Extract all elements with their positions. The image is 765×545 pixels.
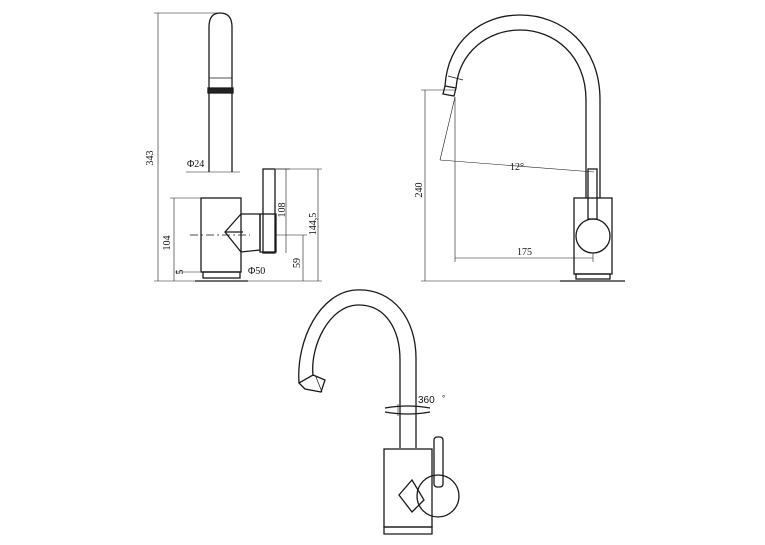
side-view: 343 Φ24 104 5 Φ50 108 144,5 59	[145, 12, 322, 282]
side-lever	[262, 168, 276, 254]
dim-spout-height: 240	[414, 183, 425, 198]
rotation-value: 360	[418, 395, 435, 406]
front-spout-inner	[455, 29, 587, 198]
dim-base-diameter: Φ50	[248, 266, 265, 277]
iso-base	[383, 526, 433, 535]
iso-spout-inner	[312, 304, 401, 448]
front-spout-outer	[444, 14, 601, 198]
iso-handle	[398, 478, 425, 513]
dim-base-offset: 5	[175, 270, 186, 275]
side-base	[202, 271, 241, 279]
iso-handle-knob	[416, 474, 460, 518]
front-view: 12° 240 175	[414, 14, 625, 282]
aerator	[207, 87, 234, 94]
front-handle-knob	[575, 218, 611, 254]
dim-lever-lower: 59	[292, 258, 303, 268]
iso-body	[383, 448, 433, 528]
dim-spout-diameter: Φ24	[187, 159, 204, 170]
dim-total-height: 343	[145, 151, 156, 166]
dim-handle-height: 108	[277, 203, 288, 218]
side-handle	[224, 213, 261, 253]
iso-view: 360 °	[297, 289, 460, 535]
dim-body-height: 104	[162, 236, 173, 251]
dim-swing-angle: 12°	[510, 162, 524, 173]
dim-reach: 175	[517, 247, 532, 258]
iso-lever	[433, 436, 444, 488]
iso-spout-outer	[298, 289, 417, 448]
front-body	[573, 197, 613, 275]
rotation-unit: °	[442, 394, 445, 403]
dim-lever-height: 144,5	[308, 213, 319, 236]
front-lever	[587, 168, 598, 220]
